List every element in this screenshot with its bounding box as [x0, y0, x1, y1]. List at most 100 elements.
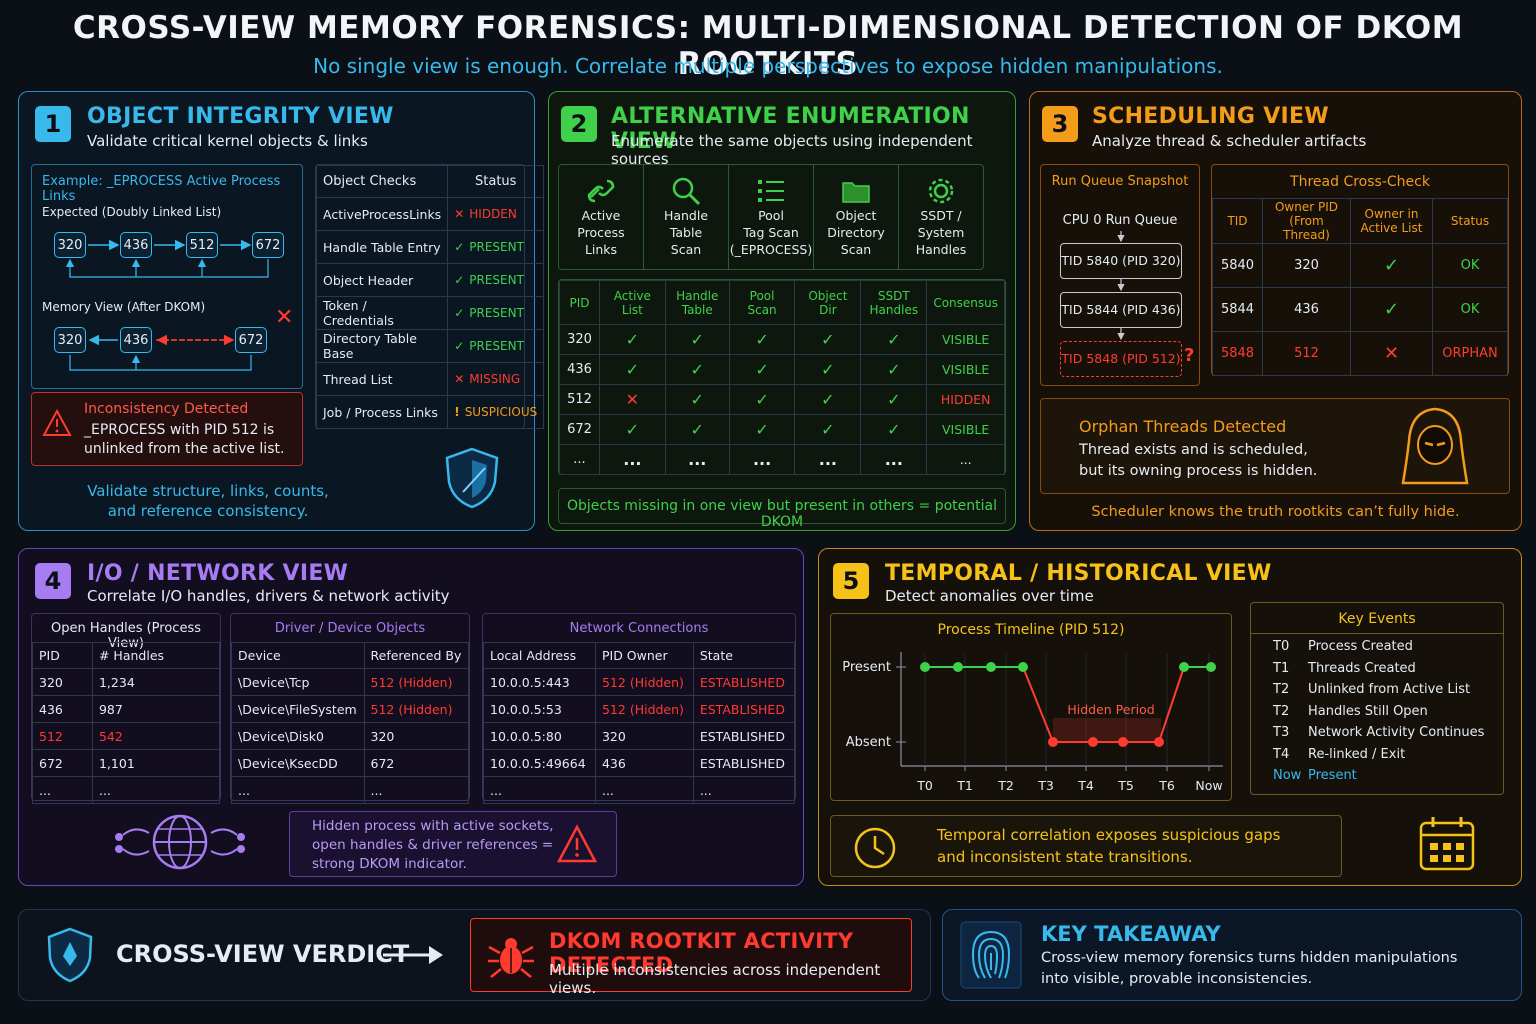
gear-icon: [925, 175, 957, 207]
column-header: PID Owner: [594, 642, 694, 669]
table-cell: ...: [692, 776, 796, 804]
pid-cell: 436: [1262, 287, 1351, 332]
page-subtitle: No single view is enough. Correlate mult…: [313, 54, 1223, 78]
folder-icon: [840, 175, 872, 207]
x-tick-label: T1: [956, 778, 973, 793]
table-cell: 1,101: [91, 749, 221, 777]
panel-title: TEMPORAL / HISTORICAL VIEW: [885, 561, 1272, 586]
check-cell: ✓: [860, 324, 928, 355]
status-icon: !: [454, 405, 460, 419]
x-tick-label: T5: [1117, 778, 1134, 793]
check-cell: ✓: [794, 324, 862, 355]
y-tick-label: Absent: [846, 735, 891, 750]
column-header: Consensus: [926, 280, 1005, 325]
table-cell: 512 (Hidden): [594, 668, 694, 696]
column-header: Referenced By: [363, 642, 470, 669]
panel-alternative-enumeration: 2 ALTERNATIVE ENUMERATION VIEW Enumerate…: [548, 91, 1016, 531]
clock-icon: [854, 827, 896, 869]
table-cell: 672: [363, 749, 470, 777]
event-text: Threads Created: [1308, 660, 1416, 676]
source-label: Handle: [663, 208, 709, 223]
panel-scheduling: 3 SCHEDULING VIEW Analyze thread & sched…: [1029, 91, 1522, 531]
hidden-period-band: [1053, 718, 1161, 742]
source-label: Directory: [827, 225, 885, 240]
column-header: Active List: [598, 280, 666, 325]
event-time: Now: [1273, 768, 1302, 783]
column-header: Handle Table: [664, 280, 730, 325]
panel-subtitle: Analyze thread & scheduler artifacts: [1092, 132, 1367, 150]
check-name: Token / Credentials: [315, 296, 449, 330]
table-row: Token / Credentials✓PRESENT: [315, 296, 545, 330]
example-title: Example: _EPROCESS Active Process Links: [42, 174, 281, 204]
check-name: Handle Table Entry: [315, 230, 449, 264]
consensus-cell: VISIBLE: [926, 414, 1005, 445]
inlist-cell: ✓: [1350, 243, 1433, 288]
panel-io-network: 4 I/O / NETWORK VIEW Correlate I/O handl…: [18, 548, 804, 886]
check-status: ✓PRESENT: [447, 230, 545, 264]
globe-network-icon: [115, 814, 245, 870]
list-node: 436: [120, 327, 152, 353]
check-cell: ✓: [860, 354, 928, 385]
pid-cell: 436: [559, 354, 600, 385]
status-cell: ORPHAN: [1432, 330, 1508, 377]
event-text: Process Created: [1308, 639, 1413, 654]
status-icon: ✓: [454, 306, 465, 320]
box-title: Key Events: [1338, 611, 1416, 627]
x-tick-label: T3: [1037, 778, 1054, 793]
table-row: Job / Process Links!SUSPICIOUS: [315, 395, 545, 429]
status-text: SUSPICIOUS: [464, 405, 538, 419]
panel-number-badge: 3: [1042, 106, 1078, 142]
list-node: 512: [186, 232, 218, 258]
table-row: Thread List✕MISSING: [315, 362, 545, 396]
check-cell: ...: [794, 444, 862, 475]
source-label: Links: [584, 242, 618, 257]
arrow-right-icon: [383, 946, 443, 964]
panel-subtitle: Correlate I/O handles, drivers & network…: [87, 587, 450, 605]
pid-cell: 512: [559, 384, 600, 415]
pid-cell: 320: [1262, 243, 1351, 288]
data-point: [1088, 737, 1098, 747]
check-cell: ✕: [598, 384, 666, 415]
check-cell: ✓: [728, 414, 796, 445]
inlist-cell: ✓: [1350, 287, 1433, 332]
box-title: Run Queue Snapshot: [1051, 174, 1189, 189]
table-cell: ESTABLISHED: [692, 722, 796, 750]
status-cell: OK: [1432, 287, 1508, 332]
status-text: MISSING: [469, 372, 521, 386]
event-time: T2: [1273, 682, 1290, 697]
check-name: Directory Table Base: [315, 329, 449, 363]
event-text: Re-linked / Exit: [1308, 746, 1406, 762]
column-header: PID: [559, 280, 600, 325]
check-cell: ✓: [728, 324, 796, 355]
list-node: 672: [235, 327, 267, 353]
table-row: 320✓✓✓✓✓VISIBLE: [559, 324, 1005, 355]
source-label: SSDT /: [920, 208, 962, 223]
table-row: 672✓✓✓✓✓VISIBLE: [559, 414, 1005, 445]
footer-text: Scheduler knows the truth rootkits can’t…: [1091, 504, 1460, 520]
panel-title: SCHEDULING VIEW: [1092, 104, 1329, 129]
table-row: Handle Table Entry✓PRESENT: [315, 230, 545, 264]
chart-title: Process Timeline (PID 512): [937, 622, 1125, 638]
alert-line: unlinked from the active list.: [84, 441, 285, 457]
takeaway-title: KEY TAKEAWAY: [1041, 922, 1221, 946]
panel-subtitle: Detect anomalies over time: [885, 587, 1094, 605]
table-cell: ESTABLISHED: [692, 749, 796, 777]
source-label: (_EPROCESS): [729, 242, 813, 257]
table-cell: \Device\KsecDD: [231, 749, 365, 777]
check-cell: ✓: [860, 414, 928, 445]
